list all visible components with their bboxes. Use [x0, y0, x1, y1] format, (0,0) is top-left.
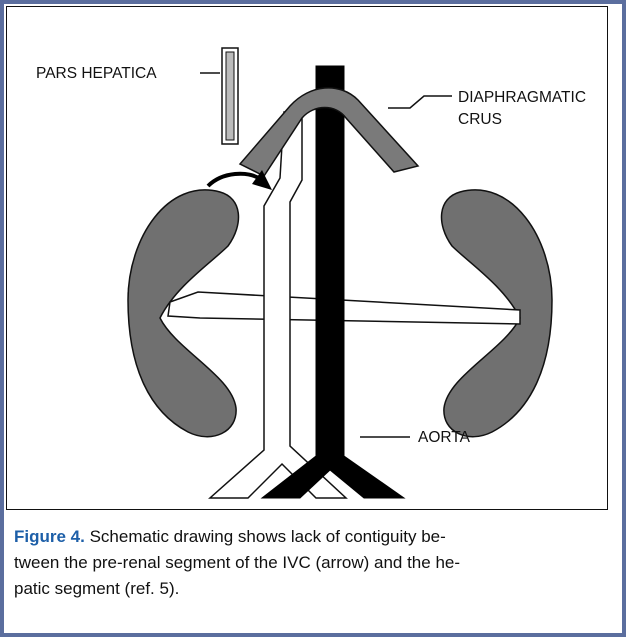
caption-line-1: Figure 4. Schematic drawing shows lack o… [14, 524, 606, 550]
curved-arrow-icon [208, 170, 272, 190]
figure-number: Figure 4. [14, 527, 85, 546]
aorta-label: AORTA [418, 428, 470, 447]
diaphragmatic-label-line1: DIAPHRAGMATIC [458, 88, 586, 107]
diaphragmatic-label-line2: CRUS [458, 110, 502, 129]
caption-line-2: tween the pre-renal segment of the IVC (… [14, 550, 606, 576]
diaphragmatic-leader [388, 96, 452, 108]
caption-text-1: Schematic drawing shows lack of contigui… [85, 527, 446, 546]
caption-line-3: patic segment (ref. 5). [14, 576, 606, 602]
figure-caption: Figure 4. Schematic drawing shows lack o… [14, 524, 606, 602]
pars-hepatica-label: PARS HEPATICA [36, 64, 157, 83]
